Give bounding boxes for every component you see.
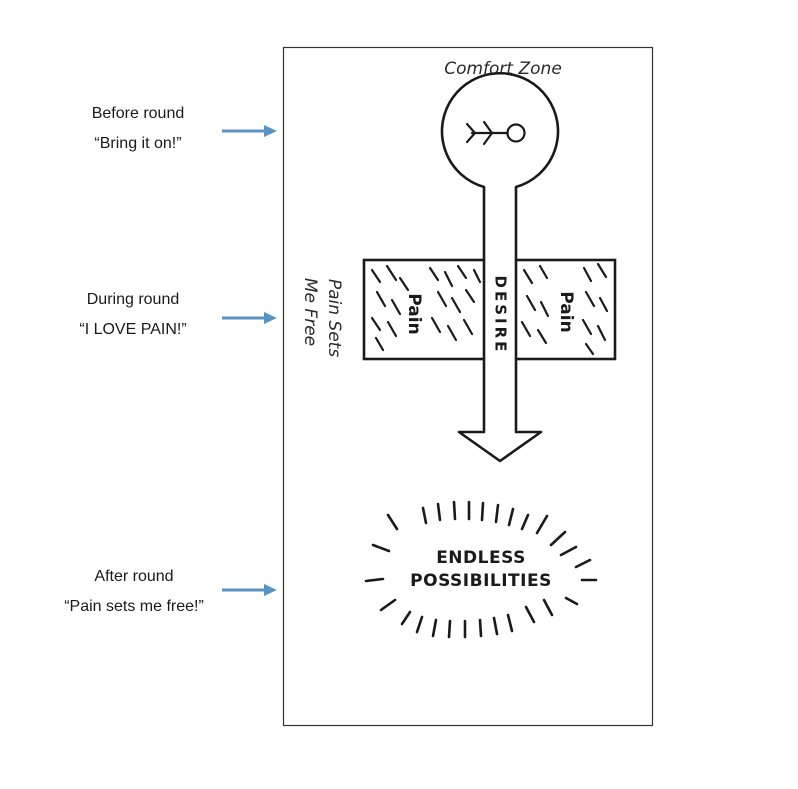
desire-label: DESIRE <box>492 276 510 355</box>
stick-figure-icon <box>465 120 526 146</box>
annotation-after-quote: “Pain sets me free!” <box>64 598 204 615</box>
comfort-zone-label: Comfort Zone <box>444 59 562 79</box>
pain-right-label: Pain <box>556 291 576 332</box>
desire-arrow <box>440 72 560 463</box>
endless-line-1: ENDLESS <box>436 548 526 568</box>
arrow-right-icon <box>222 584 277 596</box>
annotation-during: During round “I LOVE PAIN!” <box>50 290 216 340</box>
annotation-before-stage: Before round <box>91 105 185 122</box>
side-note-line-2: Me Free <box>300 278 320 346</box>
pain-hatching <box>370 262 609 356</box>
endless-rays <box>364 500 598 639</box>
pain-left-label: Pain <box>404 293 424 334</box>
endless-line-2: POSSIBILITIES <box>410 571 552 591</box>
annotation-after-stage: After round <box>94 568 174 585</box>
side-note-line-1: Pain Sets <box>324 279 344 357</box>
arrow-right-icon <box>222 312 277 324</box>
diagram-frame <box>282 46 654 727</box>
annotation-before: Before round “Bring it on!” <box>56 104 220 154</box>
annotation-during-quote: “I LOVE PAIN!” <box>79 321 187 338</box>
arrow-right-icon <box>222 125 277 137</box>
annotation-after: After round “Pain sets me free!” <box>30 567 238 617</box>
annotation-during-stage: During round <box>86 291 180 308</box>
annotation-before-quote: “Bring it on!” <box>94 135 182 152</box>
